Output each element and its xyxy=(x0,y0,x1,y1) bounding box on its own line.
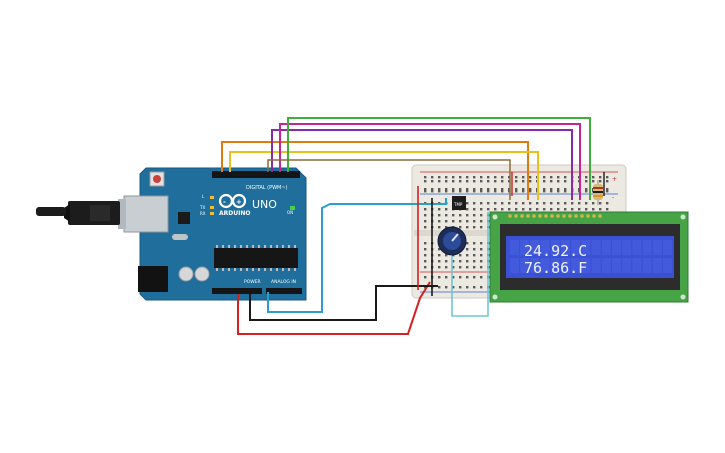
temperature-sensor[interactable]: TMP xyxy=(452,196,466,210)
led-l-label: L xyxy=(202,194,205,199)
digital-header xyxy=(212,171,300,178)
sensor-label: TMP xyxy=(453,202,463,207)
analog-header xyxy=(266,288,302,294)
power-jack xyxy=(138,266,168,292)
wire-red-5v[interactable] xyxy=(237,281,431,335)
wire-black-gnd[interactable] xyxy=(249,285,438,321)
usb-cable[interactable] xyxy=(36,201,120,225)
wire-green[interactable] xyxy=(287,117,591,200)
svg-text:-: - xyxy=(223,198,226,206)
infinity-logo: - + xyxy=(218,193,247,209)
led-rx xyxy=(210,212,214,215)
led-tx-label: TX xyxy=(199,205,205,210)
power-header xyxy=(212,288,262,294)
wire-yellow[interactable] xyxy=(229,151,539,200)
lcd-16x2[interactable]: 24.92.C 76.86.F xyxy=(489,211,689,303)
arduino-brand: ARDUINO xyxy=(219,210,250,217)
lcd-pin-header xyxy=(508,214,602,218)
reset-button[interactable] xyxy=(149,171,165,187)
wire-cyan-signal[interactable] xyxy=(267,198,447,313)
lcd-line-1: 24.92.C xyxy=(524,242,587,260)
atmega-chip xyxy=(214,248,298,268)
wires xyxy=(221,117,605,335)
lcd-line-2: 76.86.F xyxy=(524,259,587,277)
uno-model: UNO xyxy=(252,198,277,211)
arduino-uno-board[interactable]: L TX RX ON DIGITAL (PWM~) POWER ANALOG I… xyxy=(36,167,307,301)
chip-pins xyxy=(216,245,296,271)
lcd-character-cells xyxy=(510,240,672,273)
wire-brown[interactable] xyxy=(267,159,511,200)
wire-pot-contrast[interactable] xyxy=(451,212,489,317)
digital-header-label: DIGITAL (PWM~) xyxy=(246,185,288,191)
wire-purple[interactable] xyxy=(271,129,573,200)
power-header-label: POWER xyxy=(244,279,261,285)
wire-orange[interactable] xyxy=(221,141,529,200)
crystal xyxy=(172,234,188,240)
usb-chip xyxy=(178,212,190,224)
led-on xyxy=(290,206,295,210)
usb-connector xyxy=(118,195,169,233)
rail-plus-label: + xyxy=(612,176,617,183)
on-label: ON xyxy=(287,210,293,215)
capacitor-2 xyxy=(194,266,210,282)
svg-text:+: + xyxy=(236,198,242,206)
resistor[interactable] xyxy=(593,180,603,205)
led-tx xyxy=(210,206,214,209)
led-l xyxy=(210,196,214,199)
rail-minus-label: - xyxy=(612,194,614,201)
led-rx-label: RX xyxy=(200,211,206,216)
potentiometer[interactable] xyxy=(437,226,467,256)
capacitor-1 xyxy=(178,266,194,282)
wire-magenta[interactable] xyxy=(279,123,581,200)
analog-header-label: ANALOG IN xyxy=(271,279,296,285)
